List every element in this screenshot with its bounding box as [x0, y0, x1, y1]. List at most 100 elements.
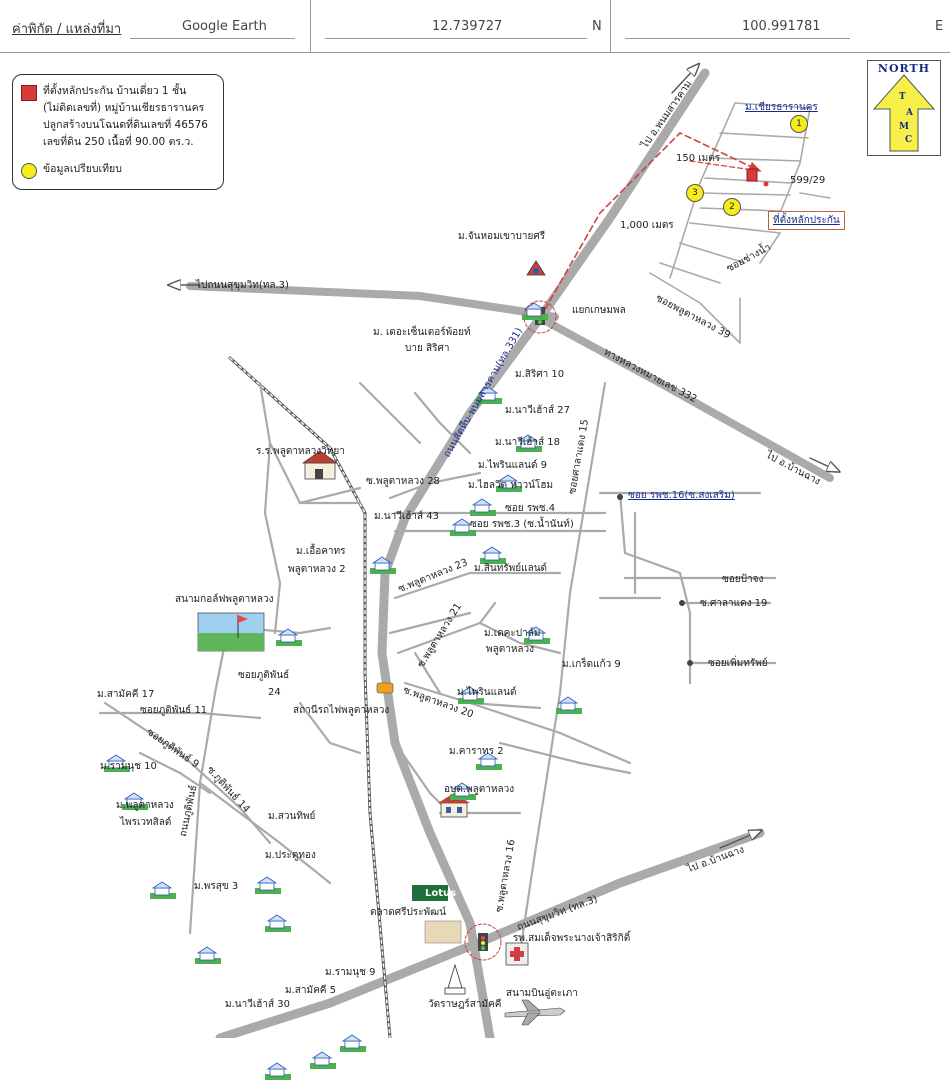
latitude-hemisphere: N	[592, 19, 602, 34]
north-letter: C	[905, 135, 913, 145]
house-icon	[556, 696, 582, 714]
house-icon	[476, 752, 502, 770]
header-divider	[310, 0, 311, 52]
place-prime9: ม.ไพรินแลนด์ 9	[478, 460, 548, 471]
house-icon	[450, 518, 476, 536]
subject-callout: ที่ตั้งหลักประกัน	[768, 211, 845, 230]
soi-hosp3-label: ซอย รพช.3 (ซ.น้ำนันท์)	[470, 519, 574, 530]
house-icon	[496, 474, 522, 492]
soi-phuttiphan11-label: ซอยภูติพันธ์ 11	[140, 705, 208, 716]
place-lotus: Lotus	[425, 888, 457, 899]
school-icon	[301, 450, 339, 480]
house-number: 599/29	[790, 175, 826, 186]
map-legend: ที่ตั้งหลักประกัน บ้านเดี่ยว 1 ชั้น (ไม่…	[12, 74, 224, 190]
temple-icon	[444, 963, 466, 995]
place-pratutong: ม.ประตูทอง	[265, 850, 316, 861]
coord-source-label[interactable]: ค่าพิกัด / แหล่งที่มา	[12, 22, 122, 37]
comparable-marker: 1	[790, 115, 808, 133]
source-underline	[130, 38, 295, 39]
north-arrow-icon	[872, 74, 936, 152]
soi-phluta28-label: ซ.พลูตาหลวง 28	[366, 476, 440, 487]
place-hilite: ม.ไฮลวิต ทาวน์โฮม	[468, 480, 554, 491]
longitude-value: 100.991781	[742, 19, 821, 34]
place-prasuk3: ม.พรสุข 3	[194, 881, 239, 892]
house-icon	[480, 546, 506, 564]
house-icon	[370, 556, 396, 574]
soi-hosp4-label: ซอย รพช.4	[505, 503, 556, 514]
location-map: ม.เชียรธารานคร 150 เมตร 599/29 ที่ตั้งหล…	[0, 53, 950, 1080]
house-icon	[458, 686, 484, 704]
house-icon	[255, 876, 281, 894]
longitude-hemisphere: E	[935, 19, 944, 34]
house-icon	[104, 754, 130, 772]
legend-subject-line: เลขที่ดิน 250 เนื้อที่ 90.00 ตร.ว.	[43, 136, 194, 148]
house-icon	[516, 434, 542, 452]
place-samakkhi17: ม.สามัคคี 17	[97, 689, 155, 700]
subject-property-marker	[746, 168, 758, 182]
comparable-marker: 2	[723, 198, 741, 216]
place-ramnut10: ม.รามนุช 10	[100, 761, 157, 772]
place-suanthip: ม.สวนทิพย์	[268, 811, 316, 822]
distance-150m: 150 เมตร	[676, 153, 721, 164]
place-navee18: ม.นาวีเฮ้าส์ 18	[495, 437, 560, 448]
north-letter: T	[899, 92, 906, 102]
place-market: ตลาดศรีประพัฒน์	[370, 907, 447, 918]
place-station: สถานีรถไฟพลูตาหลวง	[293, 705, 390, 716]
house-icon	[470, 498, 496, 516]
train-station-icon	[376, 682, 394, 694]
soi-pajong-label: ซอยป้าจง	[722, 574, 764, 585]
road-sukhumvit-south	[215, 828, 765, 1038]
house-icon	[476, 386, 502, 404]
soi-phukhinan-label: ซอยภูติพันธ์	[238, 670, 290, 681]
place-sirisa10: ม.สิริศา 10	[515, 369, 565, 380]
lotus-store-icon	[412, 885, 448, 901]
house-icon	[276, 628, 302, 646]
road-hwy332	[536, 314, 834, 482]
longitude-underline	[625, 38, 850, 39]
house-icon	[150, 881, 176, 899]
north-title: NORTH	[877, 62, 931, 75]
place-kuekarn: พลูตาหลวง 2	[288, 564, 346, 575]
legend-comparable: ข้อมูลเปรียบเทียบ	[43, 163, 122, 175]
house-icon	[522, 302, 548, 320]
comparable-marker: 3	[686, 184, 704, 202]
gas-station-icon	[526, 260, 546, 276]
place-karathorn2: ม.คาราทร 2	[449, 746, 504, 757]
place-sinsap: ม.สินทรัพย์แลนด์	[474, 563, 548, 574]
place-centerpoint: บาย สิริศา	[405, 343, 450, 354]
house-icon	[310, 1051, 336, 1069]
latitude-underline	[325, 38, 587, 39]
legend-subject-line: (ไม่ติดเลขที่) หมู่บ้านเชียรธารานคร	[43, 102, 205, 114]
village-label: ม.เชียรธารานคร	[745, 102, 818, 113]
source-value: Google Earth	[182, 19, 267, 34]
hospital-icon	[505, 942, 529, 966]
place-chanhom: ม.จันหอมเขาบายศรี	[458, 231, 546, 242]
route-to-subject	[539, 132, 762, 319]
place-centerpoint: ม. เดอะเซ็นเตอร์พ้อยท์	[373, 327, 471, 338]
subject-legend-swatch	[21, 85, 37, 101]
arrow-to-banchang-bottom	[719, 831, 760, 849]
house-icon	[450, 782, 476, 800]
place-kuekarn: ม.เอื้อคาทร	[296, 546, 346, 557]
house-icon	[524, 626, 550, 644]
intersection-sukhumvit	[464, 923, 502, 961]
place-wat: วัดราษฎร์สามัคคี	[428, 999, 502, 1010]
road-network	[98, 53, 950, 1038]
intersection-label: แยกเกษมพล	[572, 305, 626, 316]
soi-salalaeng19-label: ซ.ศาลาแดง 19	[700, 598, 768, 609]
place-navee27: ม.นาวีเฮ้าส์ 27	[505, 405, 570, 416]
legend-subject-line: ปลูกสร้างบนโฉนดที่ดินเลขที่ 46576	[43, 119, 208, 131]
market-icon	[424, 920, 462, 944]
soi-hosp16-label: ซอย รพช.16(ซ.สงเสริม)	[628, 490, 735, 501]
coordinate-header: ค่าพิกัด / แหล่งที่มา Google Earth 12.73…	[0, 0, 950, 53]
house-icon	[265, 1062, 291, 1080]
place-kritkaew9: ม.เกร็ดแก้ว 9	[562, 659, 621, 670]
traffic-light-icon	[478, 933, 488, 951]
comparable-legend-swatch	[21, 163, 37, 179]
place-obt: อบต.พลูตาหลวง	[444, 784, 515, 795]
airplane-icon	[504, 999, 566, 1026]
house-icon	[195, 946, 221, 964]
legend-subject-line: ที่ตั้งหลักประกัน บ้านเดี่ยว 1 ชั้น	[43, 85, 187, 97]
place-dekpalm: พลูตาหลวง	[486, 644, 535, 655]
house-icon	[122, 792, 148, 810]
